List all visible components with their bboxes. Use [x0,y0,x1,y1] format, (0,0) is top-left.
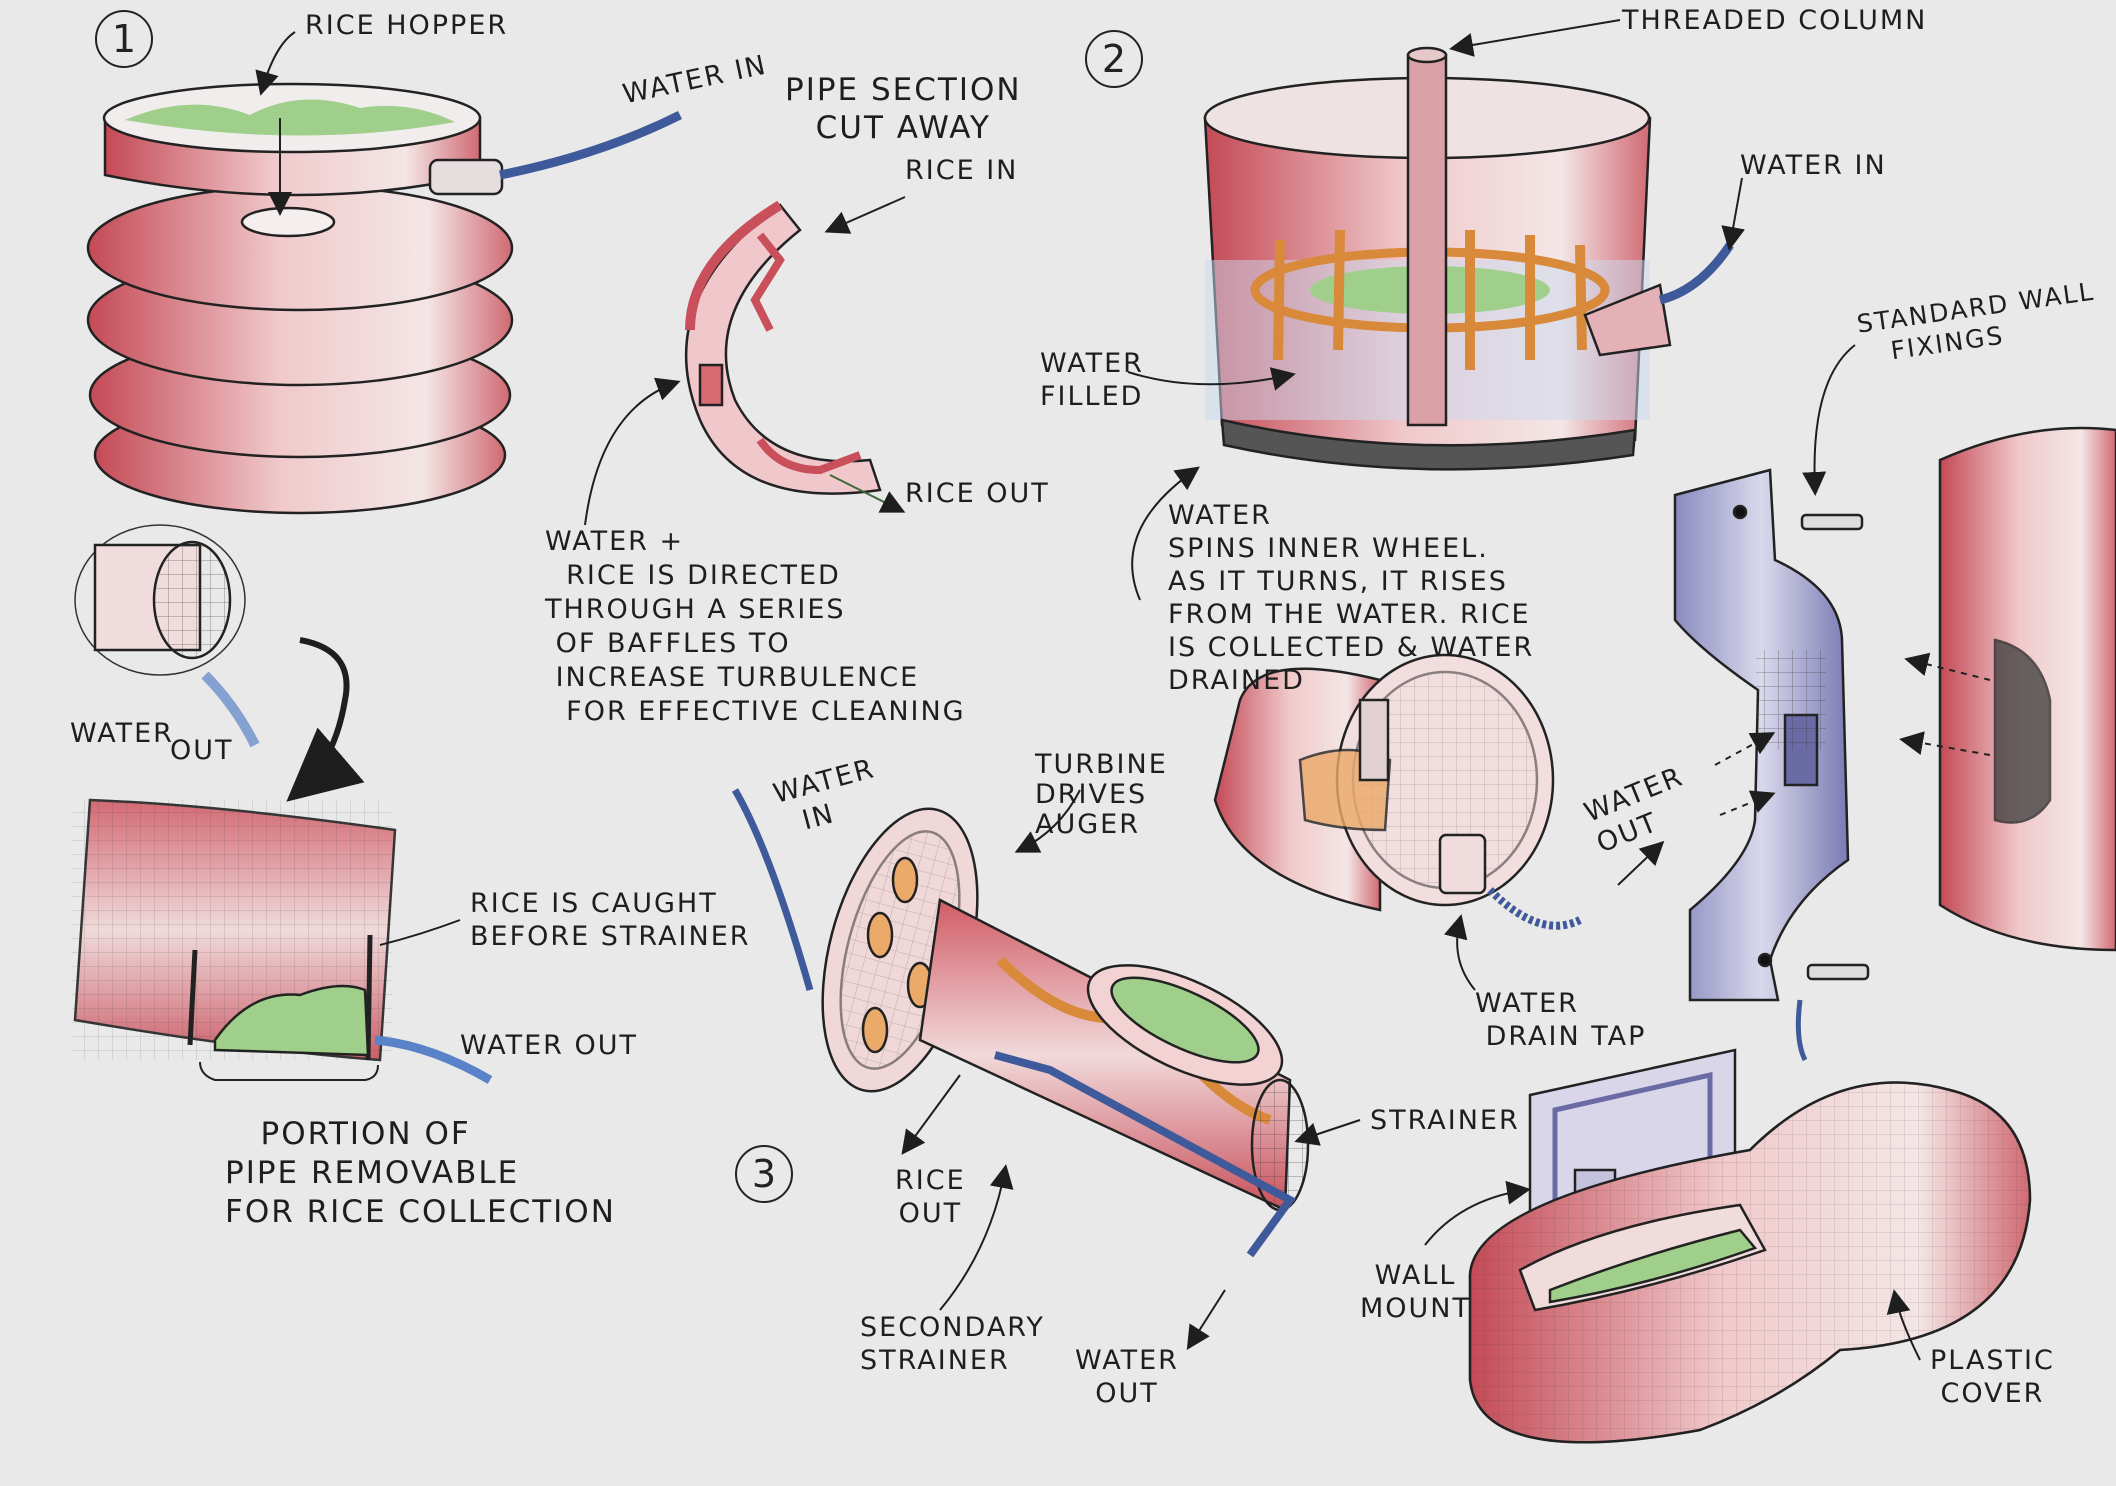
label-water-filled: WATER FILLED [1040,348,1144,412]
fixing-arrows [1714,652,1991,816]
strainer-pointer [1294,1119,1361,1146]
label-turbine-drives-auger: TURBINE DRIVES AUGER [1035,749,1168,841]
fixings-pointer [1802,344,1856,496]
label-water-out-1b: OUT [170,735,234,766]
section-number-2: 2 [1085,30,1143,88]
caught-pointer [379,919,461,946]
secondary-pipe [993,1051,1296,1258]
filled-pointer [1127,367,1296,391]
wall-mount-drawing [1468,1048,2032,1444]
cover-pointer [1886,1289,1921,1361]
label-rice-caught: RICE IS CAUGHT BEFORE STRAINER [470,888,751,952]
tank-water-in-arrow [1721,177,1745,251]
label-plastic-cover: PLASTIC COVER [1930,1345,2055,1409]
column-pointer [1449,19,1621,57]
tank-water-in-hose [1658,242,1734,305]
tap-pointer [1443,914,1476,991]
label-rice-out: RICE OUT [905,478,1050,509]
rice-out-arrow [901,1074,961,1155]
label-rice-hopper: RICE HOPPER [305,10,509,41]
wall-bracket-drawing [1673,468,1870,1002]
turbine-auger-drawing [821,807,1310,1212]
label-pipe-section-title: PIPE SECTION CUT AWAY [785,72,1022,146]
pipe-section-cutaway [684,196,906,513]
label-water-out-1a: WATER [70,718,174,749]
label-water-out-2: WATER OUT [460,1030,638,1061]
label-baffles-note: WATER + RICE IS DIRECTED THROUGH A SERIE… [545,526,966,728]
water-out-stream [201,671,260,748]
label-water-in-2: WATER IN [1740,150,1887,181]
baffle-pointer [584,377,681,526]
label-water-drain-tap: WATER DRAIN TAP [1475,988,1647,1052]
hopper-pointer [255,31,296,96]
label-threaded-column: THREADED COLUMN [1622,5,1928,36]
water-in-hose [499,110,683,180]
removable-pipe-portion [72,798,493,1084]
section-number-1: 1 [95,10,153,68]
drain-hose [1487,887,1582,930]
label-water-out-4: WATER OUT [1075,1345,1179,1409]
coiled-pipe-drawing [74,82,514,676]
mount-pointer [1424,1180,1531,1246]
wall-tank-edge [1938,426,2116,952]
label-rice-in: RICE IN [905,155,1019,186]
flow-arrow [286,637,365,802]
label-rice-out-2: RICE OUT [895,1165,966,1229]
wall-mount-hose [1795,999,1808,1062]
label-removable-note: PORTION OF PIPE REMOVABLE FOR RICE COLLE… [225,1116,616,1230]
collection-drum-drawing [1213,653,1555,912]
label-strainer: STRAINER [1370,1105,1520,1136]
label-wheel-note: WATER SPINS INNER WHEEL. AS IT TURNS, IT… [1168,500,1535,696]
auger-water-in-hose [731,788,814,991]
secondary-strainer-pointer [939,1164,1014,1311]
water-out-arrow [1186,1289,1226,1351]
section-number-3: 3 [735,1145,793,1203]
wheel-tank-drawing [1203,46,1672,471]
drain-out-arrow [1617,840,1665,886]
label-wall-mount: WALL MOUNT [1360,1260,1471,1324]
turbine-pointer [1014,789,1081,853]
wheel-note-arrow [1131,466,1200,601]
label-secondary-strainer: SECONDARY STRAINER [860,1312,1045,1376]
